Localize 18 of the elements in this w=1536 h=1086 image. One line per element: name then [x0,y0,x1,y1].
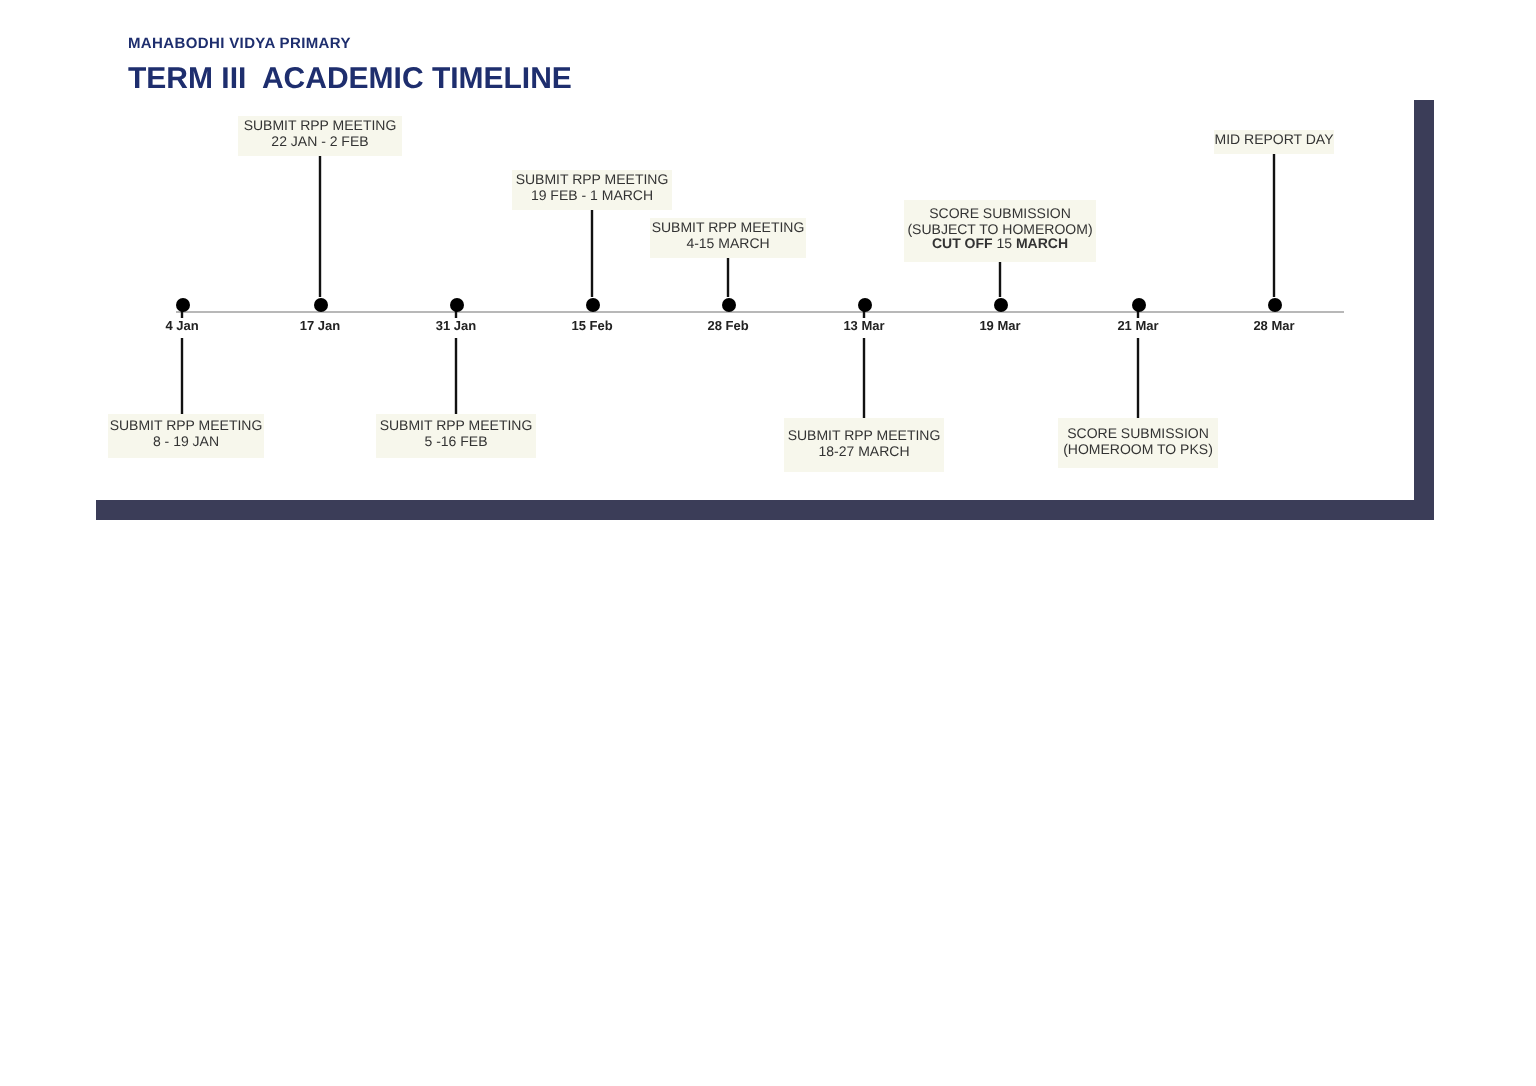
leader-line [1136,311,1140,418]
leader-line [1272,154,1276,297]
callout-box [238,116,402,156]
leader-line [180,311,184,414]
leader-line [318,156,322,297]
callout-box [650,218,806,258]
callout-box [512,170,672,210]
leader-line [454,311,458,414]
callout-box [376,414,536,458]
leader-line [726,258,730,297]
leader-line [590,210,594,297]
callout-box [1058,418,1218,468]
callout-box [904,200,1096,262]
callout-box [108,414,264,458]
leader-line [998,262,1002,297]
title: TERM III ACADEMIC TIMELINE [128,60,572,100]
callout-box [784,418,944,472]
leader-line [862,311,866,418]
